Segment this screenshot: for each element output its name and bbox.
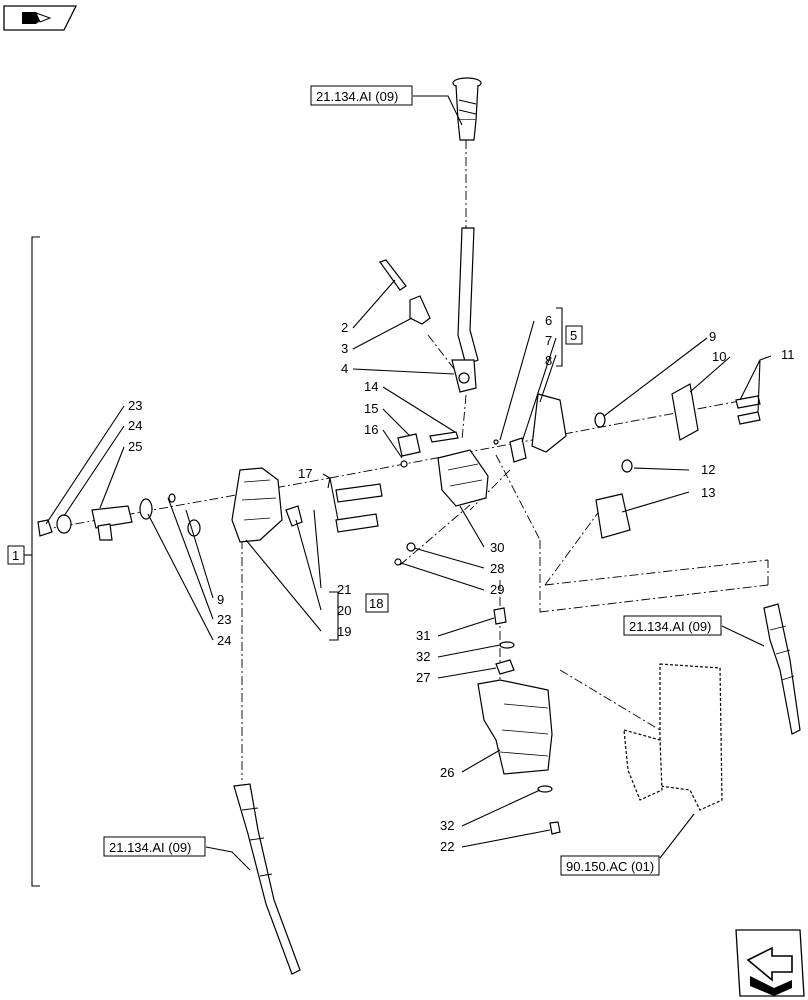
callout-31: 31 bbox=[416, 628, 430, 643]
callout-19: 19 bbox=[337, 624, 351, 639]
shift-housing-part-19 bbox=[231, 467, 303, 543]
callout-29: 29 bbox=[490, 582, 504, 597]
group-5-box: 5 bbox=[565, 325, 583, 345]
rods-part-17 bbox=[335, 483, 383, 533]
book-hand-icon[interactable] bbox=[3, 5, 78, 31]
ring-part-12 bbox=[621, 459, 633, 473]
callout-16: 16 bbox=[364, 422, 378, 437]
pin-part-22 bbox=[549, 821, 561, 835]
callout-17: 17 bbox=[298, 466, 312, 481]
callout-12: 12 bbox=[701, 462, 715, 477]
ref-box-top[interactable]: 21.134.AI (09) bbox=[310, 85, 413, 106]
bottom-left-cable-part bbox=[233, 783, 301, 975]
callout-11: 11 bbox=[781, 347, 795, 362]
leader-lines bbox=[45, 95, 772, 871]
callout-26: 26 bbox=[440, 765, 454, 780]
callout-30: 30 bbox=[490, 540, 504, 555]
callout-25: 25 bbox=[128, 439, 142, 454]
callout-28: 28 bbox=[490, 561, 504, 576]
callout-9-right: 9 bbox=[709, 329, 716, 344]
ref-box-bottom-right[interactable]: 90.150.AC (01) bbox=[560, 855, 660, 876]
group-18-box: 18 bbox=[365, 593, 389, 613]
pin-part-14 bbox=[429, 431, 459, 443]
shaft-part-25 bbox=[37, 493, 201, 541]
svg-text:5: 5 bbox=[570, 328, 577, 343]
svg-text:21.134.AI (09): 21.134.AI (09) bbox=[629, 619, 711, 634]
group-1-label: 1 bbox=[12, 548, 19, 563]
callout-32-lower: 32 bbox=[440, 818, 454, 833]
callout-10: 10 bbox=[712, 349, 726, 364]
top-cable-part bbox=[452, 77, 482, 141]
svg-text:18: 18 bbox=[369, 596, 383, 611]
callout-32-upper: 32 bbox=[416, 649, 430, 664]
group-1-bracket: 1 bbox=[7, 236, 40, 887]
callout-27: 27 bbox=[416, 670, 430, 685]
ref-box-right[interactable]: 21.134.AI (09) bbox=[623, 615, 722, 636]
callout-9-left: 9 bbox=[217, 592, 224, 607]
bracket-part-30 bbox=[437, 449, 489, 507]
callout-23-top: 23 bbox=[128, 398, 142, 413]
washer-part-9 bbox=[594, 412, 606, 428]
clip-part-3 bbox=[409, 295, 431, 325]
callout-15: 15 bbox=[364, 401, 378, 416]
assembly-lines bbox=[41, 140, 769, 780]
nut-part-16 bbox=[400, 460, 408, 468]
block-part-15 bbox=[397, 433, 421, 457]
callout-24-bottom: 24 bbox=[217, 633, 231, 648]
next-page-arrow-icon[interactable] bbox=[735, 929, 805, 997]
callout-4: 4 bbox=[341, 361, 348, 376]
plate-part-10 bbox=[671, 383, 699, 441]
callout-24-top: 24 bbox=[128, 418, 142, 433]
pin-part-2 bbox=[379, 259, 407, 291]
svg-text:21.134.AI (09): 21.134.AI (09) bbox=[316, 89, 398, 104]
callout-6: 6 bbox=[545, 313, 552, 328]
callout-13: 13 bbox=[701, 485, 715, 500]
cover-panel-part bbox=[623, 663, 723, 811]
washer-part-32-lower bbox=[537, 785, 553, 793]
washer-part-28 bbox=[406, 542, 416, 552]
selector-part-8 bbox=[493, 393, 567, 463]
callout-14: 14 bbox=[364, 379, 378, 394]
bolts-part-11 bbox=[735, 395, 761, 425]
washer-part-32-upper bbox=[499, 641, 515, 649]
callout-7: 7 bbox=[545, 333, 552, 348]
right-cable-part bbox=[763, 603, 801, 735]
ref-box-bottom-left[interactable]: 21.134.AI (09) bbox=[103, 836, 206, 857]
callout-22: 22 bbox=[440, 839, 454, 854]
svg-text:90.150.AC (01): 90.150.AC (01) bbox=[566, 859, 654, 874]
callout-21: 21 bbox=[337, 582, 351, 597]
callout-3: 3 bbox=[341, 341, 348, 356]
switch-part-13 bbox=[595, 493, 631, 539]
callout-numbers: 2 3 4 6 7 8 9 10 11 12 13 14 15 16 17 23… bbox=[128, 313, 795, 854]
svg-text:21.134.AI (09): 21.134.AI (09) bbox=[109, 840, 191, 855]
bolt-part-31 bbox=[493, 607, 507, 625]
housing-part-26 bbox=[477, 679, 553, 775]
callout-20: 20 bbox=[337, 603, 351, 618]
callout-23-bottom: 23 bbox=[217, 612, 231, 627]
callout-2: 2 bbox=[341, 320, 348, 335]
sensor-part-27 bbox=[495, 659, 515, 675]
pin-part-29 bbox=[394, 558, 402, 566]
gear-lever-part bbox=[451, 227, 479, 393]
callout-8: 8 bbox=[545, 353, 552, 368]
